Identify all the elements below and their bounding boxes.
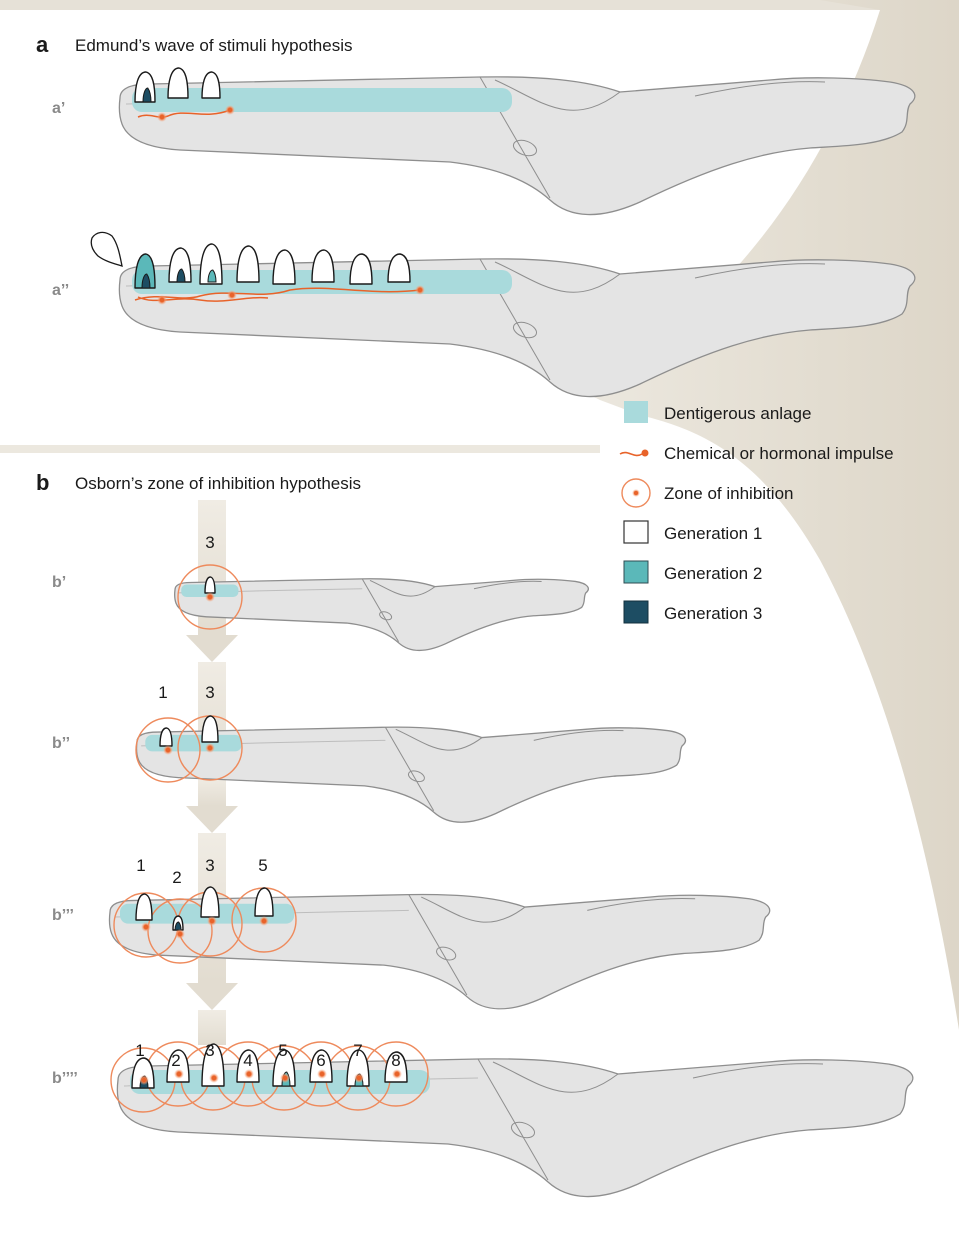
- impulse-dot-core: [160, 298, 164, 302]
- tooth-number: 3: [205, 856, 214, 875]
- legend-label-gen3: Generation 3: [664, 604, 762, 623]
- impulse-dot-core: [247, 1072, 251, 1076]
- panel-a-letter: a: [36, 32, 49, 57]
- dentigerous-anlage: [132, 88, 512, 112]
- panel-b-letter: b: [36, 470, 49, 495]
- tooth-number: 2: [171, 1051, 180, 1070]
- tooth-number: 8: [391, 1051, 400, 1070]
- tooth-gen1: [350, 254, 372, 284]
- tooth-number: 1: [135, 1041, 144, 1060]
- impulse-dot-core: [208, 595, 212, 599]
- legend-swatch-anlage: [624, 401, 648, 423]
- tooth-number: 5: [258, 856, 267, 875]
- tooth-gen1: [168, 68, 188, 98]
- impulse-dot-core: [177, 1072, 181, 1076]
- legend-icon-impulse: [620, 453, 642, 456]
- bottom-border: [0, 1239, 959, 1249]
- impulse-dot-core: [208, 746, 212, 750]
- impulse-dot-core: [160, 115, 164, 119]
- tooth-gen1: [237, 246, 259, 282]
- tooth-gen1: [312, 250, 334, 282]
- row-label-a2: a’’: [52, 282, 69, 299]
- impulse-dot-core: [212, 1076, 216, 1080]
- tooth-number: 6: [316, 1051, 325, 1070]
- tooth-gen1: [255, 888, 273, 916]
- impulse-dot-core: [320, 1072, 324, 1076]
- impulse-dot-core: [418, 288, 422, 292]
- legend-icon-impulse-dot: [642, 450, 649, 457]
- panel-b-title: Osborn’s zone of inhibition hypothesis: [75, 474, 361, 493]
- impulse-dot-core: [262, 919, 266, 923]
- tooth-gen1: [388, 254, 410, 282]
- legend-label-inhibition: Zone of inhibition: [664, 484, 793, 503]
- tooth-gen1: [205, 577, 215, 593]
- shed-tooth: [91, 232, 122, 266]
- tooth-number: 7: [353, 1041, 362, 1060]
- legend-label-gen1: Generation 1: [664, 524, 762, 543]
- legend-swatch-gen3: [624, 601, 648, 623]
- tooth-gen1: [160, 728, 172, 746]
- tooth-gen1: [136, 894, 152, 920]
- impulse-dot-core: [142, 1078, 146, 1082]
- tooth-number: 3: [205, 533, 214, 552]
- impulse-dot-core: [178, 932, 182, 936]
- legend-label-gen2: Generation 2: [664, 564, 762, 583]
- tooth-number: 3: [205, 1041, 214, 1060]
- tooth-number: 5: [278, 1041, 287, 1060]
- tooth-number: 2: [172, 868, 181, 887]
- legend-swatch-gen1: [624, 521, 648, 543]
- legend-label-impulse: Chemical or hormonal impulse: [664, 444, 894, 463]
- row-label-b1: b’: [52, 574, 66, 591]
- row-label-a1: a’: [52, 100, 65, 117]
- row-label-b4: b’’’’: [52, 1070, 78, 1087]
- tooth-number: 1: [136, 856, 145, 875]
- row-label-b2: b’’: [52, 735, 70, 752]
- panel-divider: [0, 445, 600, 453]
- top-border: [0, 0, 959, 10]
- impulse-dot-core: [228, 108, 232, 112]
- jaw-b4: [111, 1042, 913, 1197]
- impulse-dot-core: [395, 1072, 399, 1076]
- tooth-gen1: [273, 250, 295, 284]
- impulse-dot-core: [230, 293, 234, 297]
- panel-a-title: Edmund’s wave of stimuli hypothesis: [75, 36, 353, 55]
- impulse-dot-core: [283, 1076, 287, 1080]
- tooth-number: 3: [205, 683, 214, 702]
- impulse-dot-core: [357, 1076, 361, 1080]
- legend-swatch-gen2: [624, 561, 648, 583]
- tooth-gen1: [202, 72, 220, 98]
- impulse-dot-core: [210, 919, 214, 923]
- row-label-b3: b’’’: [52, 907, 74, 924]
- tooth-number: 4: [243, 1051, 252, 1070]
- jaw-b1: [175, 565, 589, 650]
- impulse-dot-core: [144, 925, 148, 929]
- impulse-dot-core: [166, 748, 170, 752]
- tooth-number: 1: [158, 683, 167, 702]
- legend-label-anlage: Dentigerous anlage: [664, 404, 811, 423]
